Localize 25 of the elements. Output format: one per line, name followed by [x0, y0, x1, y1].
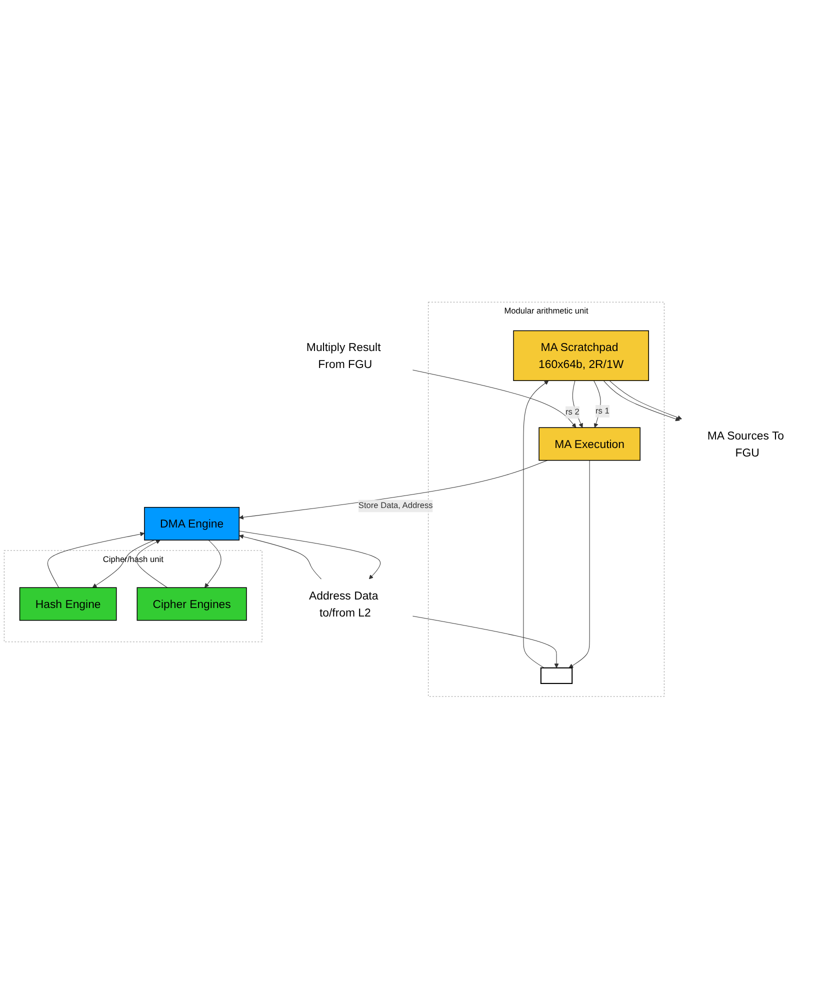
node-box: MA Scratchpad 160x64b, 2R/1W [513, 330, 649, 381]
arrow [572, 380, 583, 428]
arrow [238, 460, 548, 520]
node-box: DMA Engine [144, 506, 240, 540]
node-bar [540, 667, 573, 684]
edge-label: Store Data, Address [358, 500, 433, 510]
node-box: Hash Engine [19, 586, 117, 620]
arrow [92, 540, 155, 588]
arrow [47, 532, 145, 588]
node-text: Address Data to/from L2 [308, 588, 378, 619]
node-text: MA Sources To FGU [707, 428, 784, 459]
arrow [238, 534, 322, 579]
arrow [594, 380, 601, 428]
arrow [204, 540, 222, 588]
arrow [136, 540, 168, 588]
node-box: MA Execution [538, 426, 640, 460]
arrow [412, 616, 559, 668]
arrow [523, 380, 549, 668]
node-text: Multiply Result From FGU [306, 340, 381, 370]
edge-label: rs 2 [566, 407, 580, 416]
arrow [238, 530, 381, 579]
arrow [568, 460, 590, 668]
arrow [412, 369, 576, 428]
edge-label: rs 1 [596, 406, 610, 416]
node-box: Cipher Engines [136, 586, 247, 620]
